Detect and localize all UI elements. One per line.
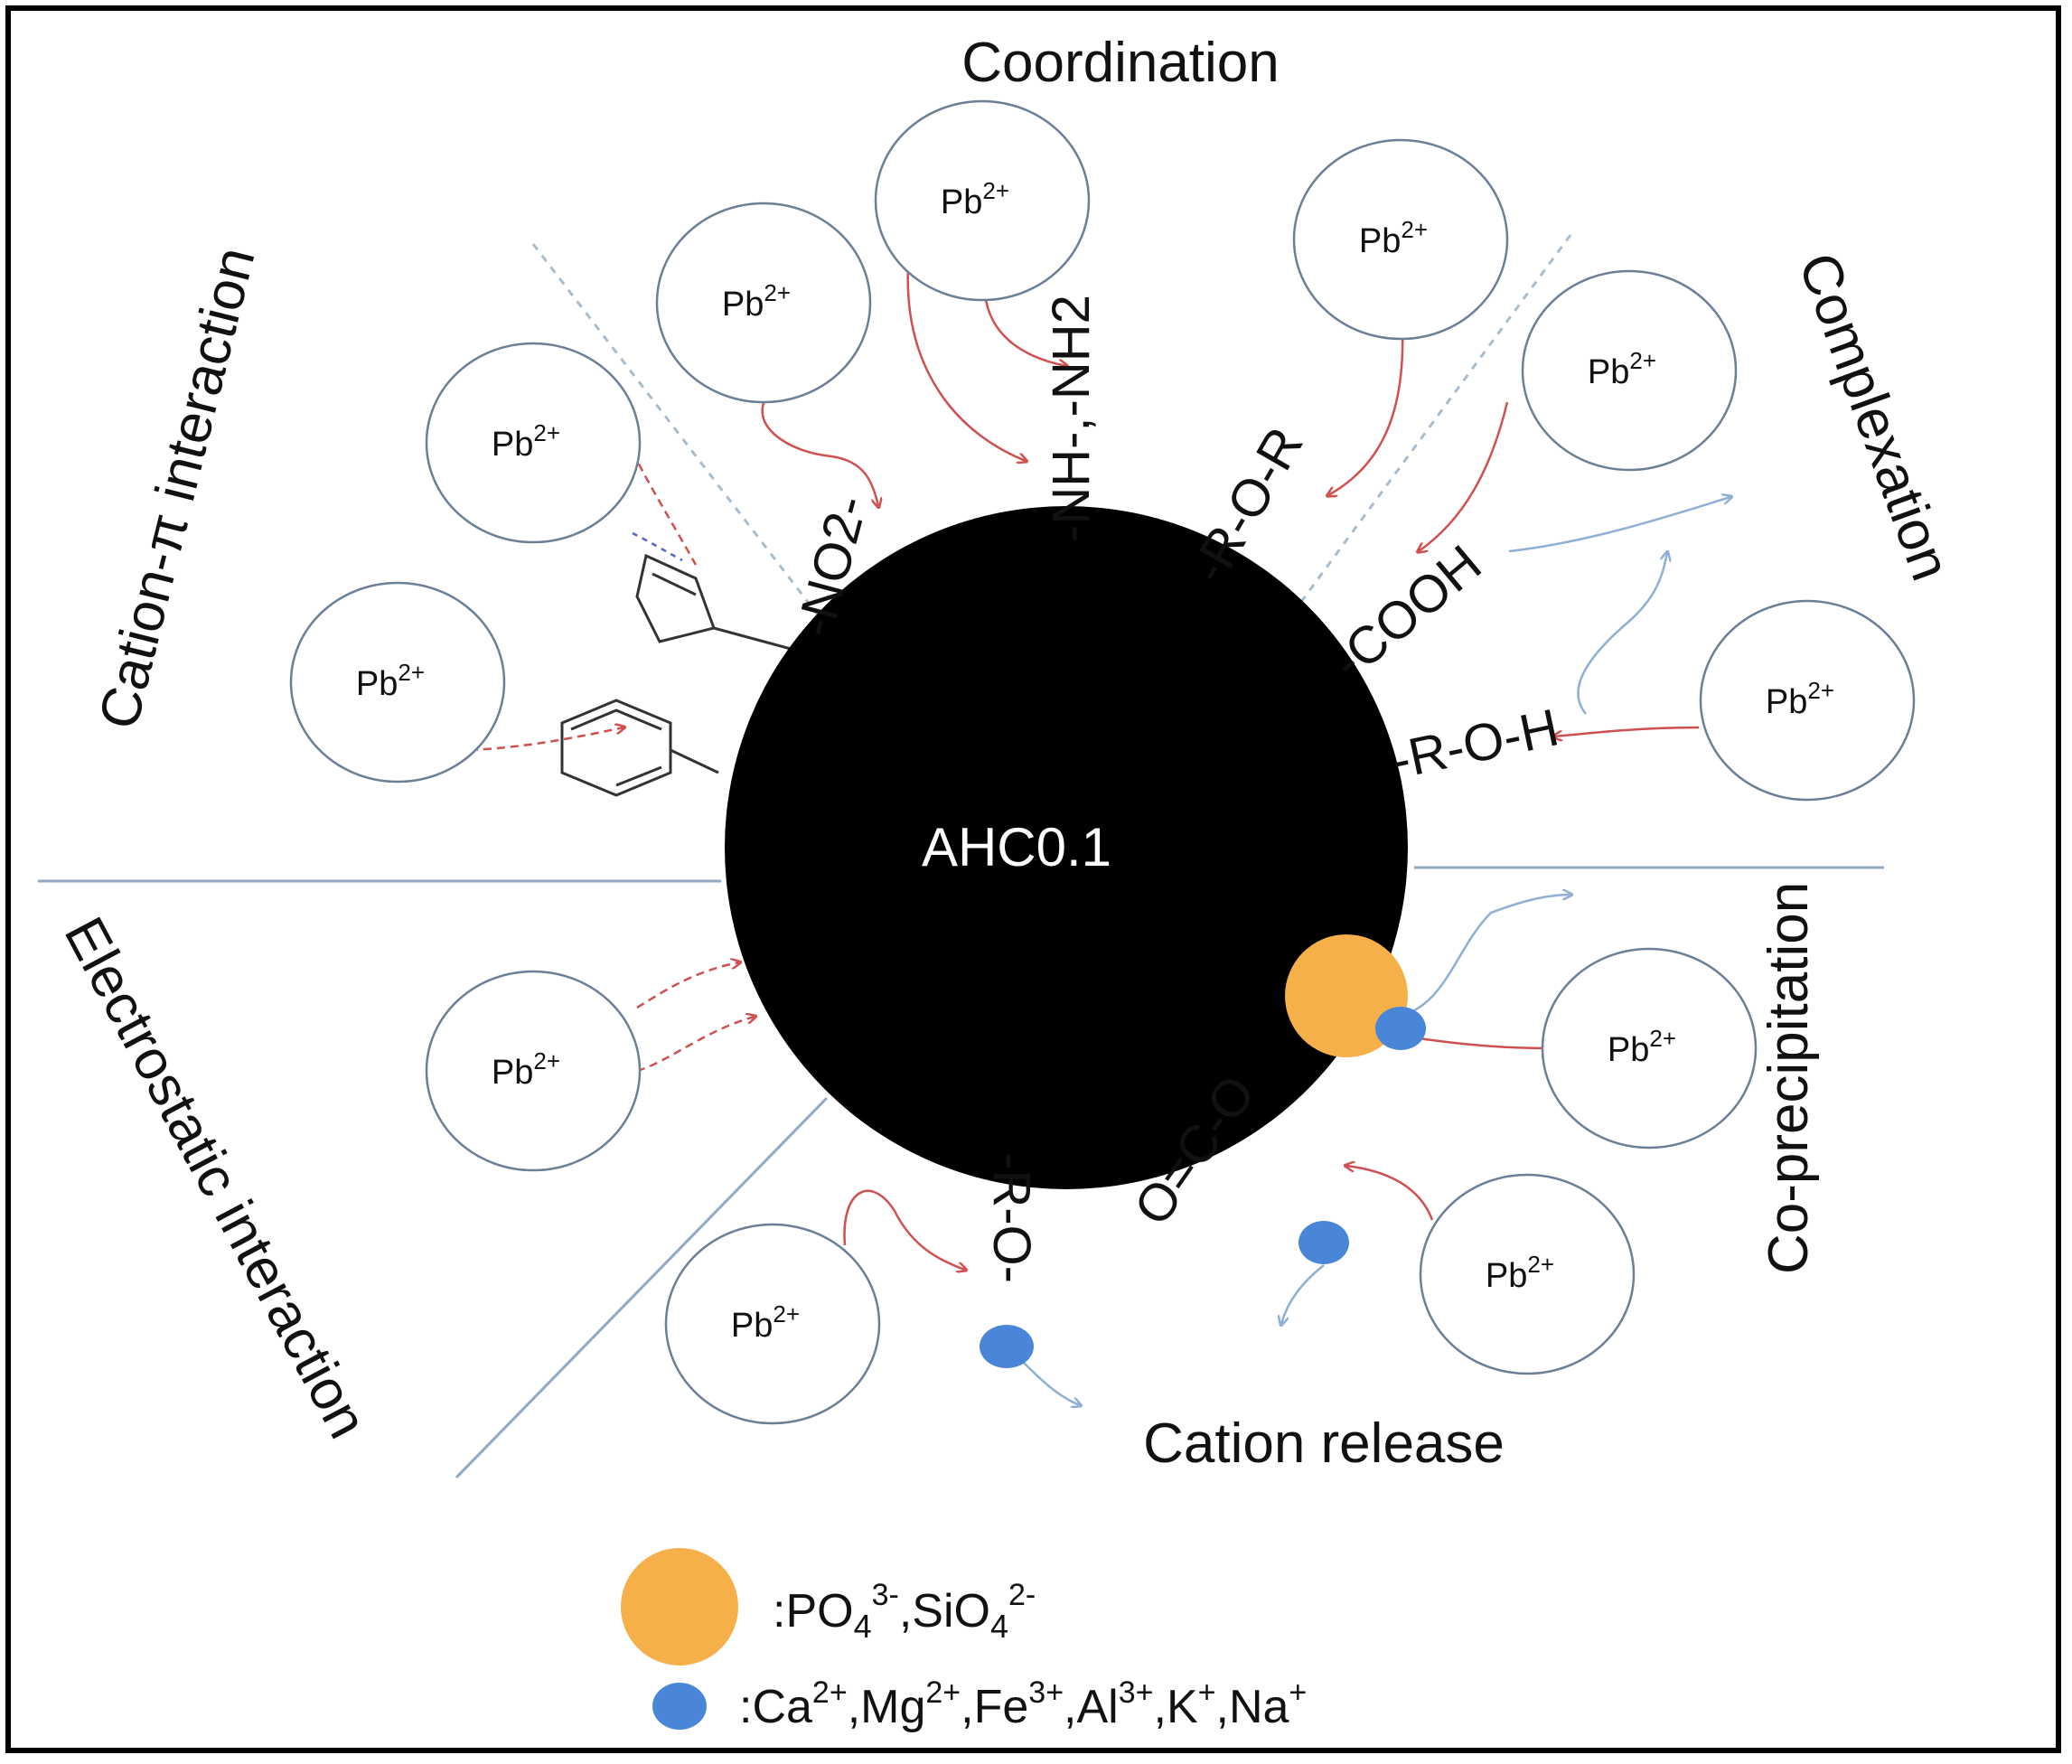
arrow-to-ror (1328, 329, 1404, 495)
legend-cations: :Ca2+,Mg2+,Fe3+,Al3+,K+,Na+ (739, 1675, 1307, 1733)
pb-ion-cation-pi-upper: Pb2+ (425, 342, 642, 544)
arrow-co-release (1281, 1264, 1325, 1324)
arrow-to-co-group (1346, 1166, 1434, 1221)
pb-ion-label: Pb2+ (941, 177, 1009, 221)
pb-ion-circle (664, 1223, 881, 1425)
arrow-ro-release (1020, 1359, 1080, 1405)
pb-ion-label: Pb2+ (1359, 216, 1428, 260)
arrow-to-nh (906, 266, 1026, 461)
pb-ion-circle (425, 970, 642, 1172)
divider-lower-left (455, 1096, 829, 1479)
pb-ion-complexation-roh: Pb2+ (1699, 599, 1916, 802)
cation-particle-coprecip (1375, 1007, 1426, 1050)
arrow-coprecip-release (1395, 895, 1570, 1018)
benzene-inner-bonds (570, 708, 662, 731)
pb-ion-label: Pb2+ (731, 1300, 800, 1345)
cation-particle-ro (980, 1325, 1034, 1368)
group-cooh: -COOH (1321, 534, 1493, 691)
label-electrostatic: Electrostatic interaction (52, 907, 380, 1448)
arrow-cation-pi-pyrrole (631, 451, 698, 566)
bound-ions (980, 934, 1426, 1368)
pb-ion-circle (289, 581, 506, 783)
legend-anions: :PO43-,SiO42- (773, 1578, 1036, 1645)
label-cation-release: Cation release (1143, 1412, 1505, 1475)
lead-ions: Pb2+ Pb2+ Pb2+ Pb2+ Pb2+ Pb2+ Pb2+ Pb2+ Pb2+ Pb2+… (289, 99, 1916, 1425)
label-coprecipitation: Co-precipitation (1758, 882, 1820, 1274)
label-cation-pi: Cation-π interaction (88, 241, 267, 735)
pb-ion-circle (1521, 269, 1738, 472)
arrow-to-cooh (1419, 401, 1509, 551)
arrow-to-roh (1554, 726, 1700, 737)
aromatic-structures (560, 553, 805, 797)
legend-cation-swatch (652, 1683, 707, 1730)
pb-ion-coordination-left: Pb2+ (655, 202, 872, 404)
core-label: AHC0.1 (922, 817, 1111, 877)
pb-ion-circle (1292, 138, 1509, 341)
group-nh: -NH-,-NH2 (1042, 295, 1101, 542)
arrow-to-no2 (761, 397, 878, 506)
pb-ion-circle (1541, 947, 1758, 1149)
pyrrole-ring-icon (635, 553, 716, 643)
pb-ion-circle (655, 202, 872, 404)
section-dividers (38, 234, 1884, 1479)
pb-ion-cation-pi-lower: Pb2+ (289, 581, 506, 783)
benzene-ring-icon (560, 699, 672, 797)
arrow-cooh-release (1508, 497, 1730, 553)
pb-ion-complexation-cooh: Pb2+ (1521, 269, 1738, 472)
label-complexation: Complexation (1786, 245, 1962, 588)
benzene-substituent-bond (670, 748, 719, 774)
divider-upper-right-dashed (1277, 234, 1572, 633)
pb-ion-circle (1419, 1173, 1636, 1375)
pb-ion-label: Pb2+ (1608, 1025, 1676, 1069)
group-ro: -R-O- (982, 1152, 1041, 1283)
pb-ion-label: Pb2+ (1486, 1251, 1554, 1295)
group-roh: -R-O-H (1386, 698, 1563, 790)
label-coordination: Coordination (961, 32, 1280, 94)
pb-ion-coordination-top: Pb2+ (874, 99, 1091, 302)
pb-ion-ror: Pb2+ (1292, 138, 1509, 341)
figure-frame (5, 5, 2061, 1753)
cation-particle-co (1299, 1221, 1349, 1264)
pb-ion-cation-release-co: Pb2+ (1419, 1173, 1636, 1375)
core-particle (725, 506, 1408, 1189)
arrow-electrostatic-2 (636, 1017, 755, 1073)
pb-ion-circle (874, 99, 1091, 302)
pb-ion-label: Pb2+ (1766, 677, 1834, 721)
legend: :PO43-,SiO42- :Ca2+,Mg2+,Fe3+,Al3+,K+,Na… (621, 1548, 1307, 1733)
interaction-arrows (455, 266, 1730, 1405)
pb-ion-electrostatic: Pb2+ (425, 970, 642, 1172)
arrow-electrostatic-1 (636, 962, 739, 1009)
legend-anion-swatch (621, 1548, 738, 1665)
pb-ion-label: Pb2+ (356, 659, 425, 703)
pb-ion-circle (1699, 599, 1916, 802)
arrow-to-nh2 (983, 293, 1066, 366)
pb-ion-cation-release-ro: Pb2+ (664, 1223, 881, 1425)
pb-ion-label: Pb2+ (722, 279, 791, 324)
pb-ion-label: Pb2+ (492, 419, 560, 464)
arrow-roh-release (1577, 553, 1667, 715)
pb-ion-coprecipitation: Pb2+ (1541, 947, 1758, 1149)
pb-ion-circle (425, 342, 642, 544)
divider-upper-left-dashed (531, 243, 833, 633)
arrow-to-ro-group (843, 1189, 965, 1270)
pb-ion-label: Pb2+ (492, 1047, 560, 1092)
adsorbent-core: AHC0.1 (725, 506, 1408, 1189)
arrow-cation-pi-pyrrole-blue (632, 531, 683, 562)
pb-ion-label: Pb2+ (1588, 347, 1656, 391)
